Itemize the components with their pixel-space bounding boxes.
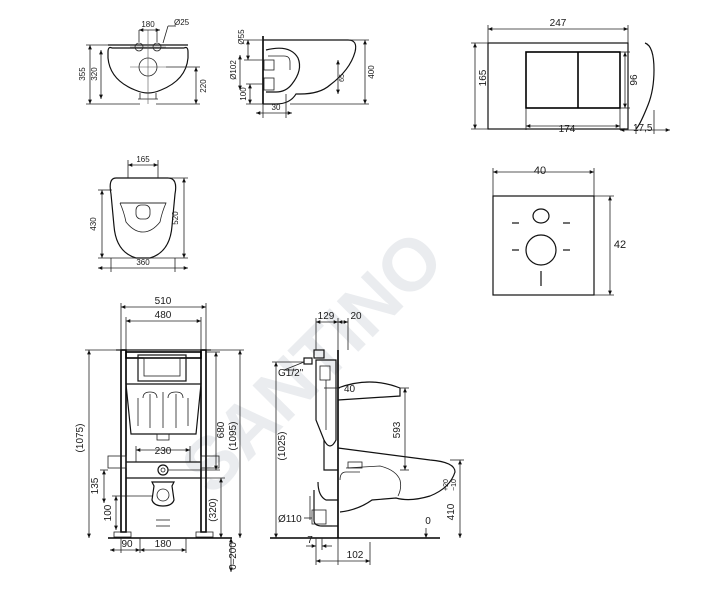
frame-h320-dim: (320)	[208, 498, 219, 521]
bowl-front-left-outer-dim: 355	[78, 67, 87, 81]
bowl-side-w30-dim: 30	[272, 103, 281, 112]
frame-side-h1025-dim: (1025)	[277, 432, 288, 461]
bowl-side-view: Ø55 Ø102 100 30 65 400	[229, 29, 376, 118]
frame-w230-dim: 230	[155, 446, 172, 457]
seat-top-view: 165 430 520 360	[89, 155, 188, 272]
frame-front-view: 510 480 (1075) 680 (1095) 230 135 100 (3…	[75, 296, 244, 572]
bowl-side-d102-dim: Ø102	[229, 60, 238, 80]
bowl-front-left-inner-dim: 320	[90, 67, 99, 81]
seat-left-dim: 430	[89, 217, 98, 231]
frame-adjust-dim: 0–200	[228, 542, 239, 570]
bowl-side-d55-dim: Ø55	[237, 29, 246, 45]
flush-plate-width-dim: 247	[550, 18, 567, 29]
flush-plate-view: 247 165 96 174 17,5	[471, 18, 670, 135]
bowl-side-h400-dim: 400	[367, 65, 376, 79]
soundproof-width-dim: 40	[534, 165, 546, 177]
frame-side-zero-dim: 0	[425, 516, 431, 527]
frame-side-view: 129 20 G1/2" 40 (1025) 593 410 +20 −10 Ø…	[270, 311, 464, 565]
flush-plate-height-dim: 165	[478, 69, 489, 86]
frame-side-tol-minus: −10	[451, 479, 458, 491]
bowl-front-right-dim: 220	[199, 79, 208, 93]
frame-side-h593-dim: 593	[392, 421, 403, 438]
frame-side-w20-dim: 20	[350, 311, 362, 322]
soundproof-height-dim: 42	[614, 239, 626, 251]
frame-h1095-dim: (1095)	[228, 422, 239, 451]
frame-h680-dim: 680	[216, 421, 227, 438]
seat-top-dim: 165	[136, 155, 150, 164]
frame-side-g12-dim: G1/2"	[278, 368, 304, 379]
bowl-front-top-dim: 180	[141, 20, 155, 29]
frame-side-w102-dim: 102	[347, 550, 364, 561]
flush-plate-depth-dim: 17,5	[633, 123, 653, 134]
flush-plate-inner-height-dim: 96	[629, 74, 640, 86]
seat-right-dim: 520	[171, 211, 180, 225]
frame-side-w129-dim: 129	[318, 311, 335, 322]
frame-inner-width-dim: 480	[155, 310, 172, 321]
frame-side-w40-dim: 40	[344, 384, 356, 395]
frame-h135-dim: 135	[90, 477, 101, 494]
soundproof-pad-view: 40 42	[492, 165, 626, 296]
frame-side-tol-plus: +20	[443, 479, 450, 491]
frame-h1075-dim: (1075)	[75, 424, 86, 453]
frame-side-h410-dim: 410	[446, 503, 457, 520]
frame-side-w7-dim: 7	[307, 535, 313, 546]
frame-w180-dim: 180	[155, 539, 172, 550]
bowl-side-h100-dim: 100	[239, 87, 248, 101]
frame-w90-dim: 90	[121, 539, 133, 550]
frame-side-d110-dim: Ø110	[278, 514, 302, 525]
frame-outer-width-dim: 510	[155, 296, 172, 307]
bowl-front-view: 180 Ø25 355 320 220	[78, 18, 208, 105]
frame-h100-dim: 100	[103, 504, 114, 521]
bowl-front-hole-dim: Ø25	[174, 18, 190, 27]
seat-bottom-dim: 360	[136, 258, 150, 267]
flush-plate-inner-width-dim: 174	[559, 124, 576, 135]
bowl-side-h65-dim: 65	[339, 74, 346, 82]
